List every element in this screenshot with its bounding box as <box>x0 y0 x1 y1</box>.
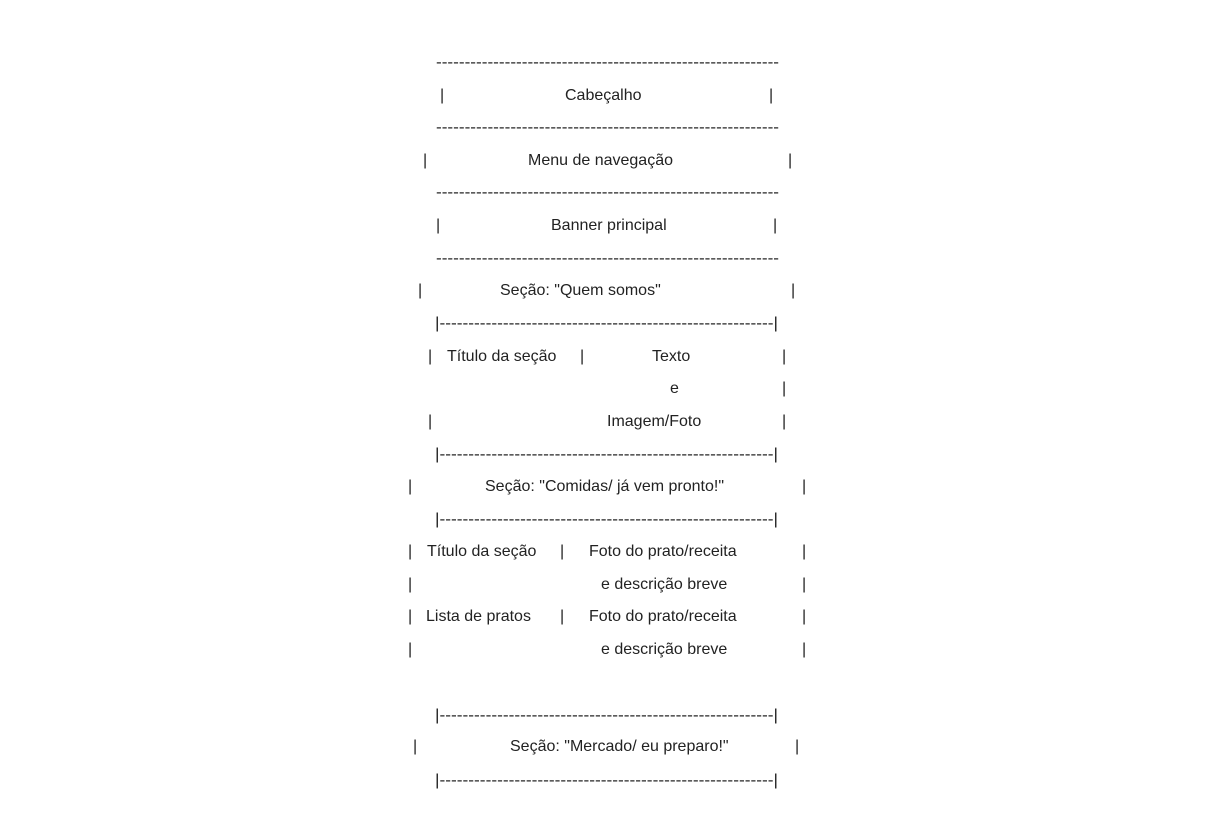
foods-section-heading-label: Título da seção <box>427 543 537 560</box>
pipe-left: | <box>436 217 441 234</box>
pipe-left: | <box>408 576 413 593</box>
separator-line: |---------------------------------------… <box>435 772 778 789</box>
pipe-divider: | <box>560 608 565 625</box>
pipe-right: | <box>795 738 800 755</box>
separator-line: ----------------------------------------… <box>436 54 779 71</box>
pipe-right: | <box>782 348 787 365</box>
separator-line: ----------------------------------------… <box>436 119 779 136</box>
foods-item2-desc-label: e descrição breve <box>601 641 728 658</box>
pipe-right: | <box>802 576 807 593</box>
banner-label: Banner principal <box>551 217 667 234</box>
about-section-heading-label: Título da seção <box>447 348 557 365</box>
pipe-left: | <box>428 413 433 430</box>
separator-line: |---------------------------------------… <box>435 707 778 724</box>
pipe-right: | <box>788 152 793 169</box>
pipe-left: | <box>408 608 413 625</box>
pipe-right: | <box>773 217 778 234</box>
pipe-right: | <box>802 641 807 658</box>
pipe-left: | <box>413 738 418 755</box>
pipe-left: | <box>423 152 428 169</box>
separator-line: |---------------------------------------… <box>435 511 778 528</box>
pipe-left: | <box>440 87 445 104</box>
separator-line: ----------------------------------------… <box>436 184 779 201</box>
about-text-label: Texto <box>652 348 691 365</box>
separator-line: ----------------------------------------… <box>436 250 779 267</box>
separator-line: |---------------------------------------… <box>435 315 778 332</box>
pipe-right: | <box>791 282 796 299</box>
header-label: Cabeçalho <box>565 87 642 104</box>
nav-label: Menu de navegação <box>528 152 673 169</box>
foods-item1-desc-label: e descrição breve <box>601 576 728 593</box>
foods-item2-photo-label: Foto do prato/receita <box>589 608 737 625</box>
separator-line: |---------------------------------------… <box>435 446 778 463</box>
about-and-label: e <box>670 380 679 397</box>
pipe-right: | <box>782 380 787 397</box>
pipe-right: | <box>802 608 807 625</box>
pipe-left: | <box>428 348 433 365</box>
about-image-label: Imagem/Foto <box>607 413 702 430</box>
about-section-title: Seção: "Quem somos" <box>500 282 661 299</box>
foods-item1-photo-label: Foto do prato/receita <box>589 543 737 560</box>
pipe-left: | <box>408 641 413 658</box>
foods-section-title: Seção: "Comidas/ já vem pronto!" <box>485 478 725 495</box>
pipe-right: | <box>769 87 774 104</box>
pipe-divider: | <box>580 348 585 365</box>
market-section-title: Seção: "Mercado/ eu preparo!" <box>510 738 729 755</box>
pipe-divider: | <box>560 543 565 560</box>
pipe-right: | <box>802 543 807 560</box>
pipe-right: | <box>802 478 807 495</box>
pipe-left: | <box>418 282 423 299</box>
pipe-left: | <box>408 543 413 560</box>
pipe-left: | <box>408 478 413 495</box>
pipe-right: | <box>782 413 787 430</box>
foods-dish-list-label: Lista de pratos <box>426 608 531 625</box>
